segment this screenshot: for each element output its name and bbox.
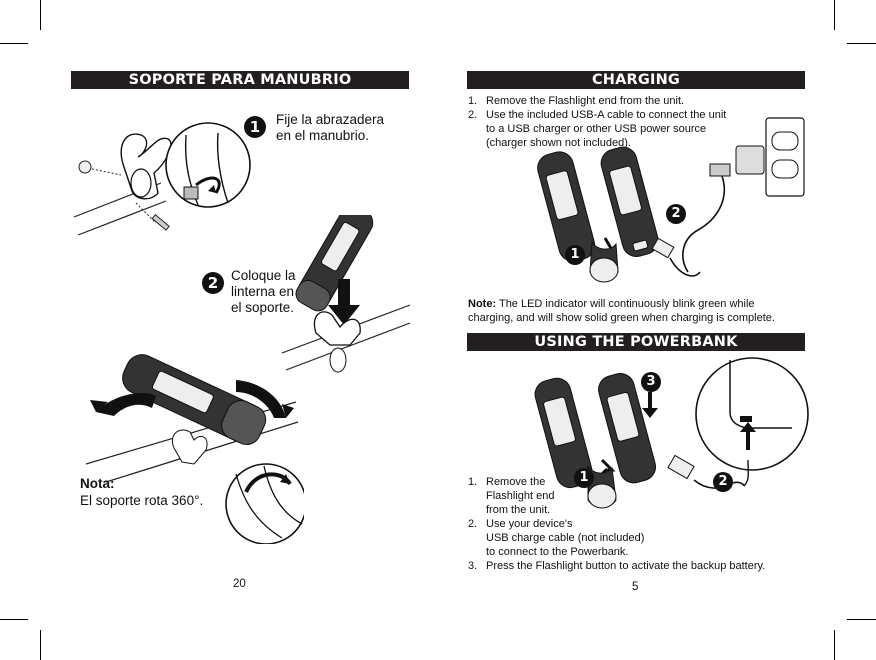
note-text-1: The LED indicator will continuously blin… <box>498 298 755 310</box>
step-2-line: el soporte. <box>231 300 295 315</box>
crop-mark <box>40 0 41 30</box>
callout-badge-powerbank-2: 2 <box>713 472 733 492</box>
flashlight-mount-illustration <box>281 215 411 373</box>
list-line: Remove the <box>486 476 546 488</box>
charging-illustration <box>537 117 805 283</box>
page-number-left: 20 <box>233 578 246 590</box>
crop-mark <box>834 0 835 30</box>
note-title: Nota: <box>80 476 115 491</box>
list-line: Use the included USB-A cable to connect … <box>486 109 727 121</box>
crop-mark <box>0 619 28 620</box>
powerbank-steps-list: 1. Remove the Flashlight end from the un… <box>468 475 765 573</box>
rotating-mount-illustration <box>86 354 304 544</box>
callout-badge-charging-1: 1 <box>565 245 585 265</box>
list-item: 2. Use your device's USB charge cable (n… <box>468 517 765 559</box>
step-badge-2: 2 <box>202 272 224 294</box>
step-2-line: Coloque la <box>231 268 296 283</box>
list-line: USB charge cable (not included) <box>486 532 645 544</box>
list-line: (charger shown not included). <box>486 137 631 149</box>
list-item: 3. Press the Flashlight button to activa… <box>468 559 765 573</box>
list-line: Use your device's <box>486 518 573 530</box>
callout-badge-powerbank-1: 1 <box>574 468 594 488</box>
callout-badge-powerbank-3: 3 <box>641 372 661 392</box>
list-line: Press the Flashlight button to activate … <box>486 560 766 572</box>
step-2-text: Coloque la linterna en el soporte. <box>231 268 296 316</box>
list-item: 2. Use the included USB-A cable to conne… <box>468 108 726 150</box>
list-number: 1. <box>468 95 478 107</box>
crop-mark <box>40 630 41 660</box>
list-line: to a USB charger or other USB power sour… <box>486 123 707 135</box>
charging-steps-list: 1. Remove the Flashlight end from the un… <box>468 94 726 150</box>
section-banner-powerbank: USING THE POWERBANK <box>467 333 805 351</box>
list-line: Flashlight end <box>486 490 555 502</box>
section-banner-charging: CHARGING <box>467 71 805 89</box>
list-number: 2. <box>468 109 478 121</box>
charging-note: Note: The LED indicator will continuousl… <box>468 297 775 325</box>
list-line: Remove the Flashlight end from the unit. <box>486 95 685 107</box>
list-number: 3. <box>468 560 478 572</box>
handlebar-bracket-illustration <box>73 122 251 236</box>
section-banner-soporte: SOPORTE PARA MANUBRIO <box>71 71 409 89</box>
callout-badge-charging-2: 2 <box>666 204 686 224</box>
list-item: 1. Remove the Flashlight end from the un… <box>468 475 765 517</box>
step-1-line: Fije la abrazadera <box>276 112 385 127</box>
step-1-text: Fije la abrazadera en el manubrio. <box>276 112 384 144</box>
step-1-line: en el manubrio. <box>276 128 370 143</box>
list-line: from the unit. <box>486 504 551 516</box>
note-line: charging, and will show solid green when… <box>468 312 775 324</box>
crop-mark <box>847 43 876 44</box>
powerbank-illustration <box>534 357 809 509</box>
list-number: 1. <box>468 476 478 488</box>
page-number-right: 5 <box>632 581 639 593</box>
list-item: 1. Remove the Flashlight end from the un… <box>468 94 726 108</box>
list-number: 2. <box>468 518 478 530</box>
crop-mark <box>847 619 876 620</box>
crop-mark <box>0 43 28 44</box>
note-text: El soporte rota 360°. <box>80 493 204 508</box>
note-line: Note: The LED indicator will continuousl… <box>468 297 775 311</box>
step-2-line: linterna en <box>231 284 295 299</box>
list-line: to connect to the Powerbank. <box>486 546 629 558</box>
crop-mark <box>834 630 835 660</box>
note-label: Note: <box>468 298 497 310</box>
step-badge-1: 1 <box>244 116 266 138</box>
